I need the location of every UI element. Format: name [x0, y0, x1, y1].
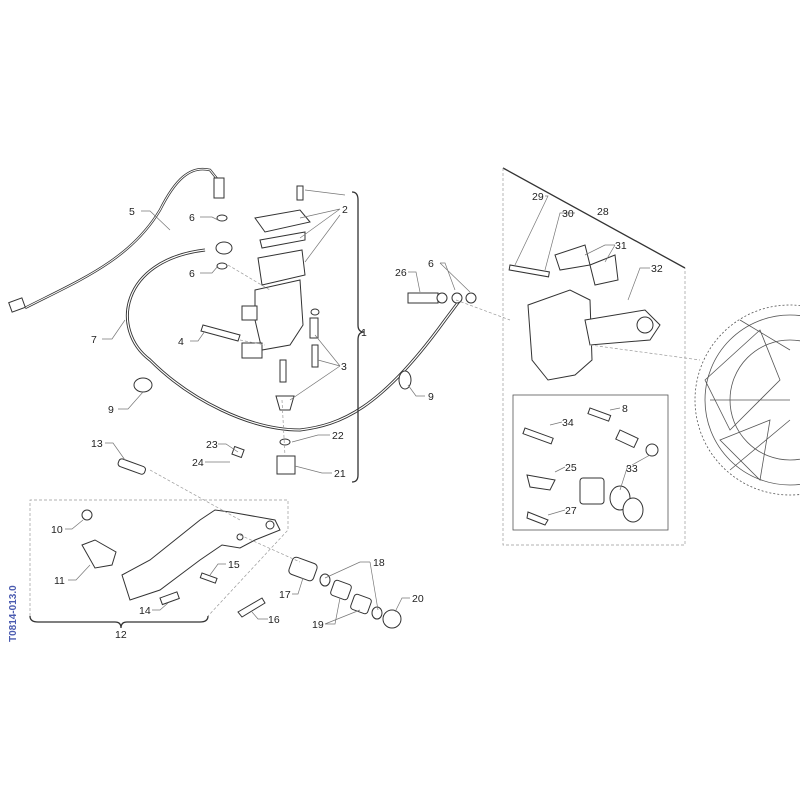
drawing-code: T0814-013.0 [8, 585, 19, 642]
callout-9: 9 [108, 404, 114, 416]
callout-6: 6 [189, 268, 195, 280]
callout-25: 25 [565, 462, 577, 474]
brake-pedal [81, 458, 402, 629]
callout-20: 20 [412, 593, 424, 605]
callout-18: 18 [373, 557, 385, 569]
callout-22: 22 [332, 430, 344, 442]
callout-30: 30 [562, 208, 574, 220]
callout-16: 16 [268, 614, 280, 626]
callout-24: 24 [192, 457, 204, 469]
callout-9: 9 [428, 391, 434, 403]
callout-34: 34 [562, 417, 574, 429]
callout-labels: 1 2 3 4 5 6 6 6 7 8 9 9 10 11 12 13 14 1… [51, 191, 663, 641]
clip-9-left [133, 377, 153, 393]
callout-29: 29 [532, 191, 544, 203]
callout-1: 1 [361, 327, 367, 339]
callout-4: 4 [178, 336, 184, 348]
master-cylinder [200, 185, 320, 475]
callout-15: 15 [228, 559, 240, 571]
callout-10: 10 [51, 524, 63, 536]
callout-17: 17 [279, 589, 291, 601]
hose-5 [24, 167, 219, 310]
callout-6: 6 [189, 212, 195, 224]
callout-23: 23 [206, 439, 218, 451]
callout-3: 3 [341, 361, 347, 373]
clip-9-right [398, 370, 412, 390]
brake-caliper [508, 244, 661, 381]
callout-7: 7 [91, 334, 97, 346]
callout-27: 27 [565, 505, 577, 517]
callout-31: 31 [615, 240, 627, 252]
callout-2: 2 [342, 204, 348, 216]
callout-5: 5 [129, 206, 135, 218]
callout-6: 6 [428, 258, 434, 270]
callout-12: 12 [115, 629, 127, 641]
leader-lines [65, 189, 651, 625]
callout-14: 14 [139, 605, 151, 617]
callout-13: 13 [91, 438, 103, 450]
callout-32: 32 [651, 263, 663, 275]
callout-11: 11 [54, 575, 65, 587]
callout-26: 26 [395, 267, 407, 279]
brake-disc [694, 304, 800, 496]
callout-19: 19 [312, 619, 324, 631]
callout-8: 8 [622, 403, 628, 415]
callout-33: 33 [626, 463, 638, 475]
callout-28: 28 [597, 206, 609, 218]
caliper-parts [522, 407, 659, 526]
callout-21: 21 [334, 468, 346, 480]
